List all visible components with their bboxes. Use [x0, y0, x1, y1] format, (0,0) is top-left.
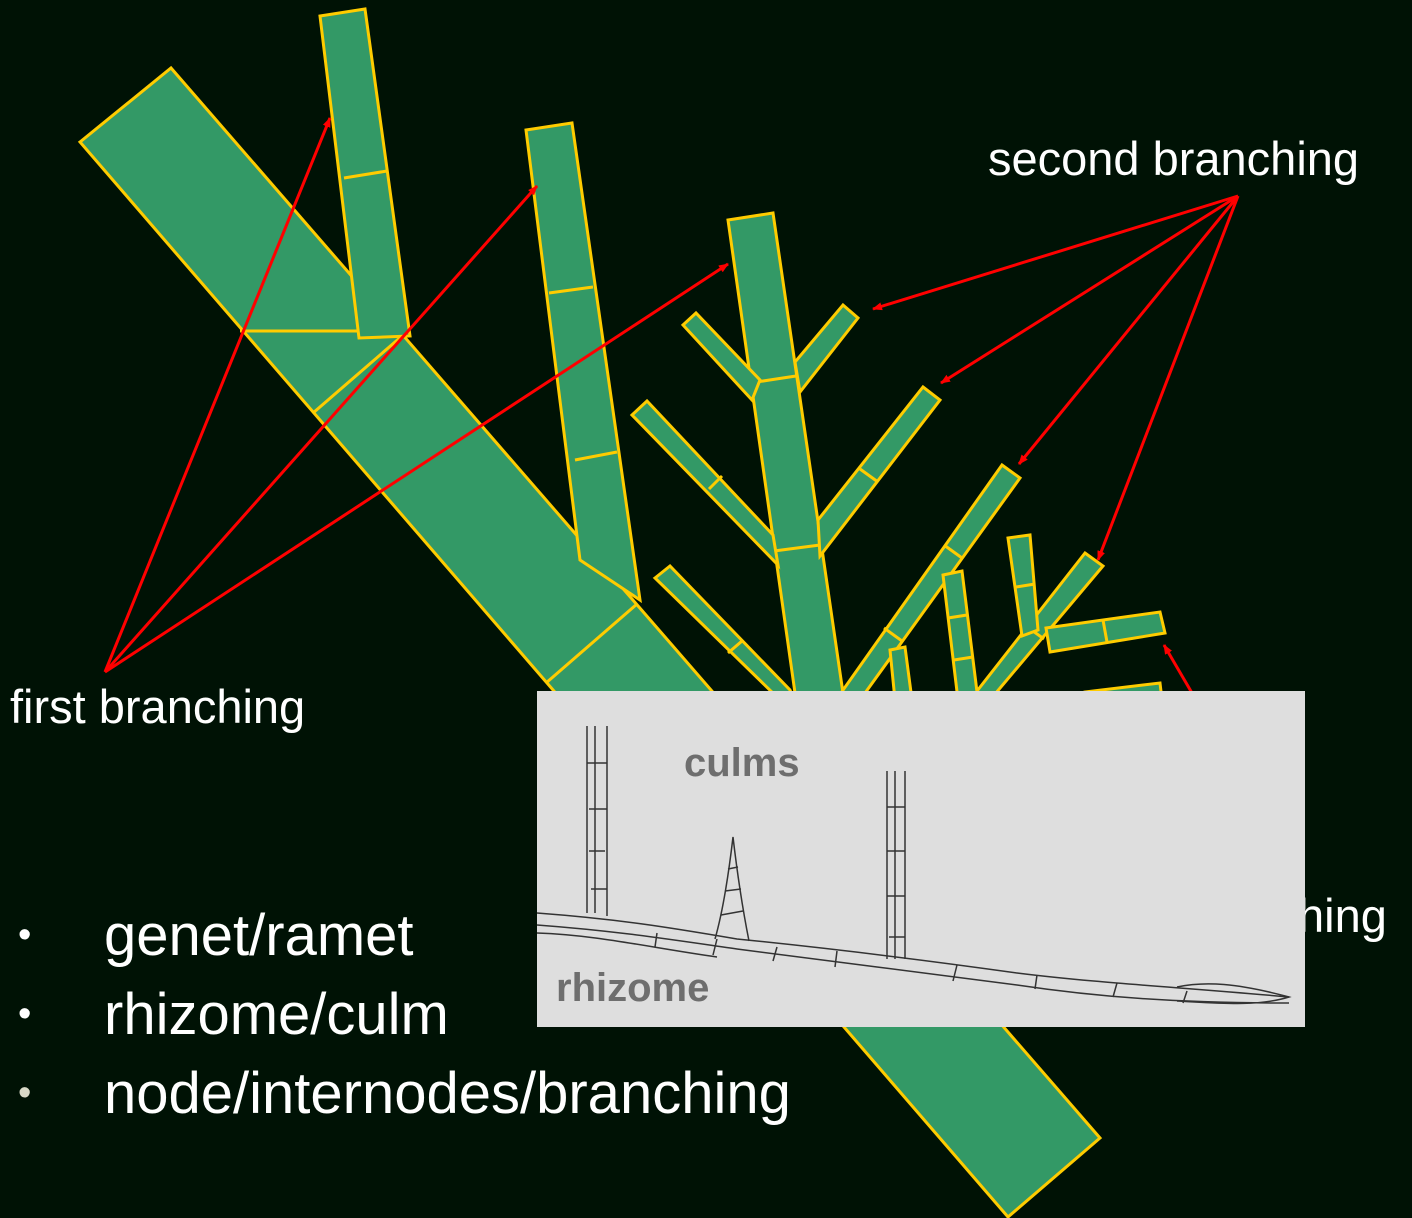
list-item-text: rhizome/culm — [104, 982, 449, 1047]
second-branching-label: second branching — [988, 132, 1360, 185]
culms-label: culms — [684, 741, 800, 785]
third-branching-label-partial: hing — [1298, 889, 1387, 942]
culm-2 — [524, 121, 642, 604]
first-branching-arrows — [103, 117, 729, 674]
rhizome-sketch-inset: culms rhizome — [537, 691, 1305, 1027]
rhizome-sketch — [537, 726, 1292, 1005]
list-item-text: genet/ramet — [104, 903, 414, 968]
twig-left-1 — [680, 310, 762, 403]
second-branching-arrows — [872, 194, 1240, 561]
list-item-text: node/internodes/branching — [104, 1061, 791, 1126]
culm-3 — [726, 211, 846, 702]
twig-horizontal — [1044, 610, 1167, 654]
rhizome-label: rhizome — [556, 966, 710, 1010]
twig-small-1 — [941, 569, 980, 702]
third-branching-arrow — [1162, 644, 1194, 694]
bullet-icon: • — [18, 914, 32, 956]
first-branching-label: first branching — [10, 680, 306, 733]
bullet-icon: • — [18, 1072, 32, 1114]
twig-right-2 — [816, 384, 943, 561]
twig-small-2 — [1006, 533, 1040, 639]
twig-left-2 — [629, 398, 781, 570]
twig-right-1 — [793, 302, 861, 396]
bullet-icon: • — [18, 993, 32, 1035]
culm-1 — [318, 7, 412, 340]
